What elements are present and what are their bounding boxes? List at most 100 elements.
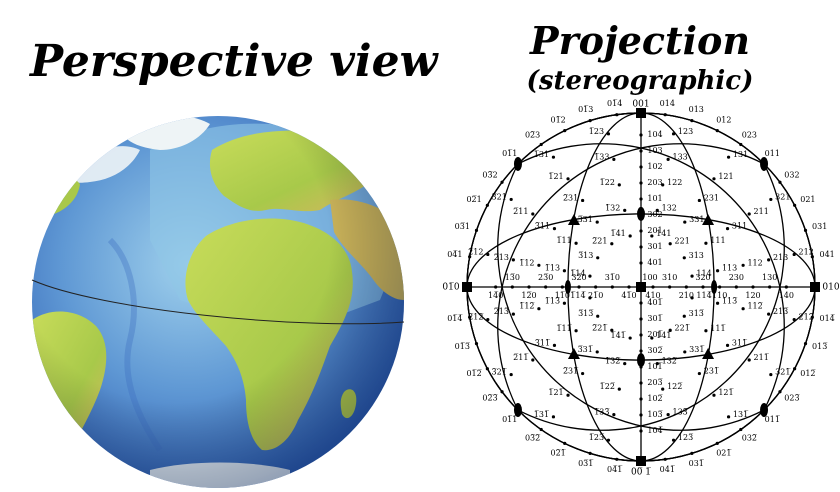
fourfold-pole-square bbox=[636, 282, 646, 292]
outer-pole-label: 01̅4 bbox=[607, 99, 622, 108]
pole-dot bbox=[725, 343, 730, 347]
quadrant-pole-label: 132̅ bbox=[662, 357, 677, 366]
pole-dot bbox=[539, 427, 543, 432]
outer-pole-label: 01̅4̅ bbox=[447, 314, 462, 323]
outer-pole-label: 011̅ bbox=[765, 415, 780, 424]
pole-dot bbox=[623, 361, 627, 366]
quadrant-pole-label: 141̅ bbox=[656, 331, 671, 340]
pole-label-0-10: 01̅0 bbox=[442, 283, 459, 293]
pole-dot bbox=[741, 263, 745, 267]
pole-dot bbox=[551, 415, 556, 419]
quadrant-pole-label: 311̅ bbox=[732, 338, 747, 347]
pole-dot bbox=[617, 387, 621, 391]
pole-dot bbox=[792, 317, 796, 322]
pole-dot bbox=[747, 212, 751, 216]
quadrant-pole-label: 111 bbox=[710, 236, 725, 245]
quadrant-pole-label: 131̅ bbox=[733, 410, 748, 419]
pole-dot bbox=[639, 381, 643, 385]
outer-pole-label: 012 bbox=[716, 116, 731, 125]
pole-dot bbox=[712, 393, 716, 397]
threefold-pole-triangle bbox=[567, 213, 580, 225]
pole-dot bbox=[803, 342, 808, 346]
pole-dot bbox=[769, 372, 773, 377]
axis-pole-label: 210 bbox=[679, 291, 694, 300]
quadrant-pole-label: 123̅ bbox=[678, 433, 693, 442]
pole-dot bbox=[639, 397, 643, 401]
quadrant-pole-label: 3̅11 bbox=[535, 222, 550, 231]
pole-dot bbox=[588, 274, 592, 278]
pole-dot bbox=[509, 197, 513, 202]
pole-dot bbox=[639, 429, 643, 433]
axis-pole-label: 101 bbox=[647, 194, 662, 203]
quadrant-pole-label: 1̅11̅ bbox=[556, 324, 571, 333]
axis-pole-label: 12̅0 bbox=[521, 291, 536, 300]
quadrant-pole-label: 123 bbox=[678, 127, 693, 136]
pole-dot bbox=[562, 301, 567, 305]
threefold-pole-triangle bbox=[702, 348, 715, 360]
pole-dot bbox=[494, 285, 498, 289]
pole-dot bbox=[661, 183, 665, 187]
quadrant-pole-label: 133 bbox=[672, 152, 687, 161]
pole-dot bbox=[612, 157, 616, 161]
pole-dot bbox=[784, 285, 788, 289]
pole-dot bbox=[715, 129, 719, 133]
quadrant-pole-label: 2̅31 bbox=[563, 193, 578, 202]
quadrant-pole-label: 122̅ bbox=[667, 382, 682, 391]
quadrant-pole-label: 3̅11̅ bbox=[535, 338, 550, 347]
quadrant-pole-label: 2̅12 bbox=[468, 247, 483, 256]
pole-dot bbox=[666, 413, 670, 417]
axis-pole-label: 302̅ bbox=[647, 346, 662, 355]
pole-dot bbox=[639, 197, 643, 201]
pole-dot bbox=[715, 301, 720, 305]
quadrant-pole-label: 133̅ bbox=[672, 408, 687, 417]
axis-pole-label: 401̅ bbox=[647, 298, 662, 307]
outer-pole-label: 01̅1 bbox=[502, 149, 517, 158]
pole-dot bbox=[671, 438, 676, 442]
outer-pole-label: 012̅ bbox=[800, 369, 815, 378]
quadrant-pole-label: 221 bbox=[675, 237, 690, 246]
pole-dot bbox=[683, 220, 687, 224]
pole-dot bbox=[715, 441, 719, 445]
quadrant-pole-label: 1̅31̅ bbox=[534, 410, 549, 419]
quadrant-pole-label: 212 bbox=[799, 247, 814, 256]
pole-dot bbox=[639, 149, 643, 153]
outer-pole-label: 01̅3 bbox=[578, 105, 593, 114]
outer-pole-label: 03̅2 bbox=[482, 171, 497, 180]
outer-pole-label: 021̅ bbox=[716, 448, 731, 457]
outer-pole-label: 01̅3̅ bbox=[455, 342, 470, 351]
twofold-pole-ellipse bbox=[637, 353, 645, 368]
pole-dot bbox=[551, 155, 556, 159]
quadrant-pole-label: 1̅23̅ bbox=[589, 433, 604, 442]
pole-dot bbox=[768, 285, 772, 289]
pole-dot bbox=[577, 285, 581, 289]
great-circle-arc bbox=[497, 143, 765, 411]
pole-dot bbox=[704, 329, 708, 333]
pole-dot bbox=[793, 367, 797, 371]
quadrant-pole-label: 3̅21̅ bbox=[492, 368, 507, 377]
pole-dot bbox=[574, 329, 578, 333]
outer-pole-label: 014 bbox=[660, 99, 675, 108]
axis-pole-label: 302 bbox=[647, 210, 662, 219]
pole-dot bbox=[684, 285, 688, 289]
pole-dot bbox=[509, 372, 513, 377]
quadrant-pole-label: 313 bbox=[689, 251, 704, 260]
pole-dot bbox=[562, 269, 567, 273]
axis-pole-label: 201 bbox=[647, 226, 662, 235]
quadrant-pole-label: 212̅ bbox=[799, 313, 814, 322]
pole-dot bbox=[661, 387, 665, 391]
pole-dot bbox=[639, 301, 643, 305]
axis-pole-label: 110 bbox=[712, 291, 727, 300]
pole-dot bbox=[537, 263, 541, 267]
pole-dot bbox=[511, 312, 515, 316]
quadrant-pole-label: 221̅ bbox=[675, 323, 690, 332]
quadrant-pole-label: 111̅ bbox=[710, 324, 725, 333]
pole-dot bbox=[682, 314, 686, 318]
axis-pole-label: 102̅ bbox=[647, 394, 662, 403]
quadrant-pole-label: 1̅32 bbox=[605, 203, 620, 212]
quadrant-pole-label: 1̅31 bbox=[534, 150, 549, 159]
pole-dot bbox=[690, 274, 694, 278]
equator-line bbox=[31, 279, 405, 325]
axis-pole-label: 203 bbox=[647, 178, 662, 187]
pole-dot bbox=[769, 197, 773, 202]
pole-dot bbox=[474, 342, 479, 346]
